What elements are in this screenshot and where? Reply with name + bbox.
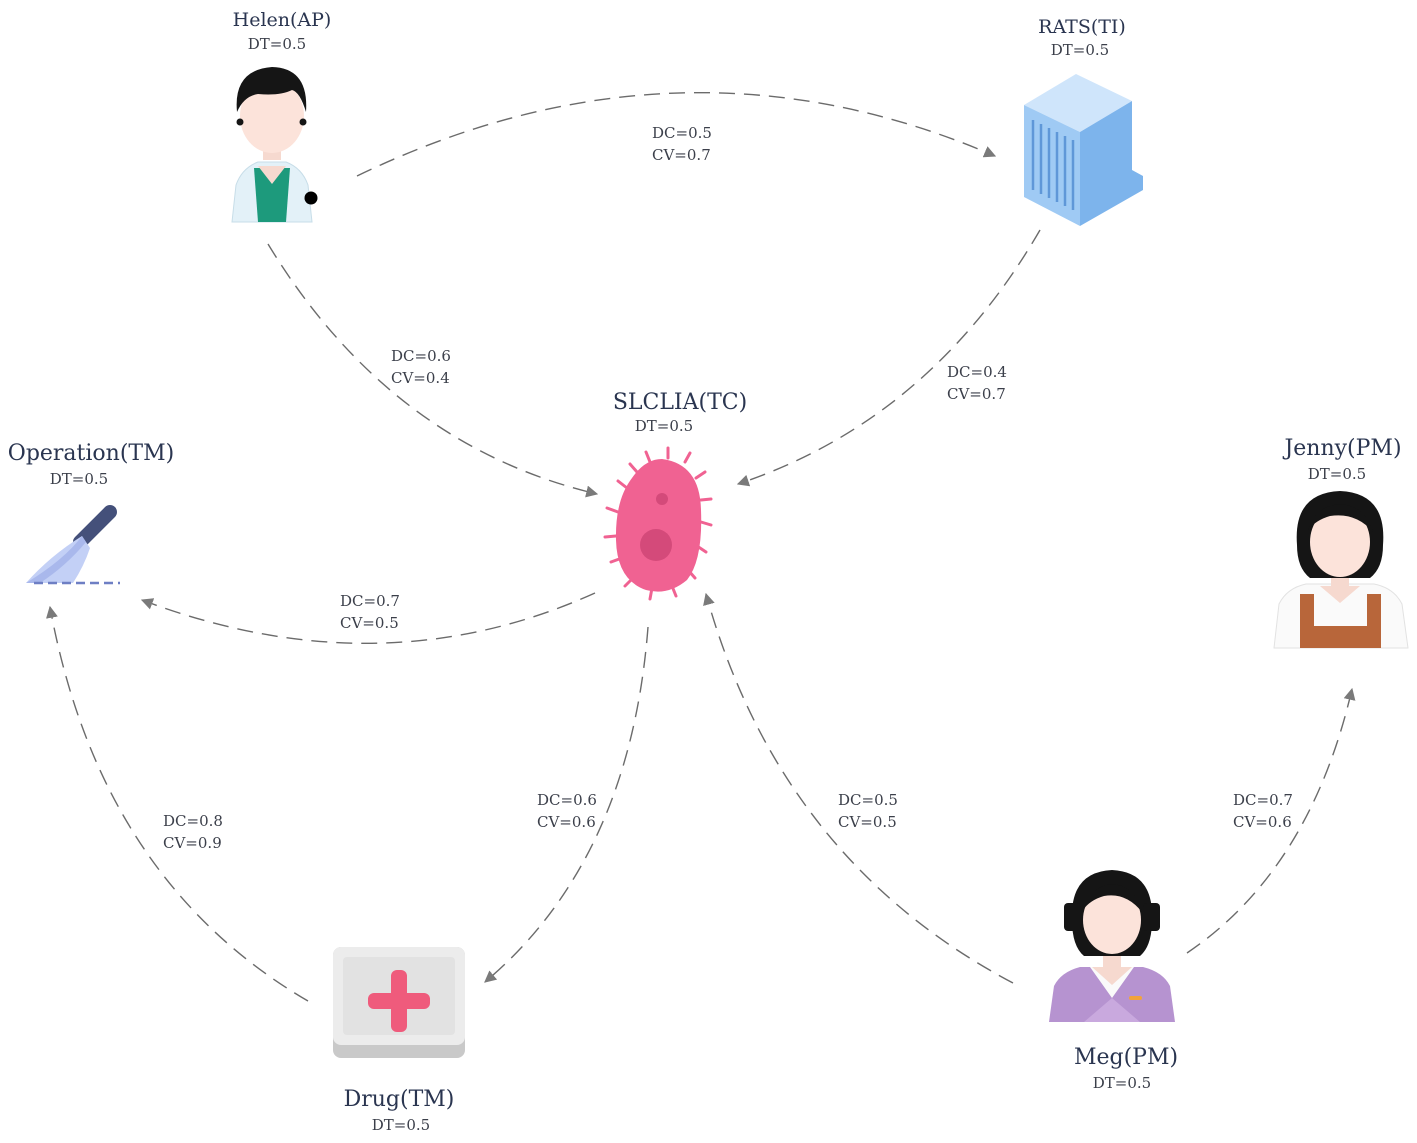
- woman-apron-icon: [1273, 491, 1409, 649]
- node-meg-dt: DT=0.5: [1093, 1074, 1151, 1092]
- doctor-icon: [231, 67, 318, 223]
- edge-meg-slclia: [703, 592, 1014, 984]
- edge-helen-rats-dc: DC=0.5: [652, 124, 712, 142]
- edge-drug-operation: [46, 605, 309, 1002]
- edge-rats-slclia-cv: CV=0.7: [947, 385, 1006, 403]
- edge-helen-slclia-cv: CV=0.4: [391, 369, 450, 387]
- edge-slclia-drug-cv: CV=0.6: [537, 813, 596, 831]
- edge-meg-slclia-dc: DC=0.5: [838, 791, 898, 809]
- medicine-box-icon: [333, 947, 465, 1058]
- cell-icon: [603, 446, 713, 601]
- edge-slclia-operation-cv: CV=0.5: [340, 614, 399, 632]
- edge-helen-rats-cv: CV=0.7: [652, 146, 711, 164]
- edge-slclia-drug: [484, 626, 649, 983]
- node-drug[interactable]: Drug(TM) DT=0.5: [333, 947, 465, 1134]
- node-slclia-name: SLCLIA(TC): [613, 390, 747, 415]
- building-icon: [1024, 74, 1143, 226]
- node-jenny-dt: DT=0.5: [1308, 465, 1366, 483]
- node-drug-name: Drug(TM): [344, 1087, 455, 1112]
- edge-helen-slclia: [267, 243, 599, 498]
- edge-meg-slclia-cv: CV=0.5: [838, 813, 897, 831]
- node-slclia-dt: DT=0.5: [635, 417, 693, 435]
- node-operation-dt: DT=0.5: [50, 470, 108, 488]
- edge-drug-operation-dc: DC=0.8: [163, 812, 223, 830]
- node-meg[interactable]: Meg(PM) DT=0.5: [1049, 870, 1178, 1092]
- node-jenny[interactable]: Jenny(PM) DT=0.5: [1273, 436, 1409, 649]
- edge-rats-slclia: [736, 229, 1041, 487]
- edge-slclia-operation-dc: DC=0.7: [340, 592, 400, 610]
- node-drug-dt: DT=0.5: [372, 1116, 430, 1134]
- node-rats-dt: DT=0.5: [1051, 41, 1109, 59]
- node-rats-name: RATS(TI): [1038, 16, 1126, 38]
- node-helen[interactable]: Helen(AP) DT=0.5: [231, 9, 332, 223]
- woman-headset-icon: [1049, 870, 1175, 1022]
- edge-meg-jenny: [1186, 687, 1356, 954]
- node-helen-name: Helen(AP): [233, 9, 332, 31]
- edge-drug-operation-cv: CV=0.9: [163, 834, 222, 852]
- edge-labels: DC=0.5 CV=0.7 DC=0.6 CV=0.4 DC=0.4 CV=0.…: [163, 124, 1293, 852]
- edge-slclia-drug-dc: DC=0.6: [537, 791, 597, 809]
- edge-slclia-operation: [140, 592, 596, 644]
- node-operation[interactable]: Operation(TM) DT=0.5: [8, 441, 174, 585]
- edge-helen-rats: [356, 92, 997, 177]
- node-slclia[interactable]: SLCLIA(TC) DT=0.5: [603, 390, 747, 601]
- node-helen-dt: DT=0.5: [248, 35, 306, 53]
- edge-meg-jenny-dc: DC=0.7: [1233, 791, 1293, 809]
- node-meg-name: Meg(PM): [1074, 1045, 1178, 1070]
- edge-helen-slclia-dc: DC=0.6: [391, 347, 451, 365]
- node-jenny-name: Jenny(PM): [1282, 436, 1401, 461]
- scalpel-icon: [26, 505, 120, 585]
- edge-rats-slclia-dc: DC=0.4: [947, 363, 1007, 381]
- node-operation-name: Operation(TM): [8, 441, 174, 466]
- node-rats[interactable]: RATS(TI) DT=0.5: [1024, 16, 1143, 226]
- edges: [46, 92, 1356, 1002]
- edge-meg-jenny-cv: CV=0.6: [1233, 813, 1292, 831]
